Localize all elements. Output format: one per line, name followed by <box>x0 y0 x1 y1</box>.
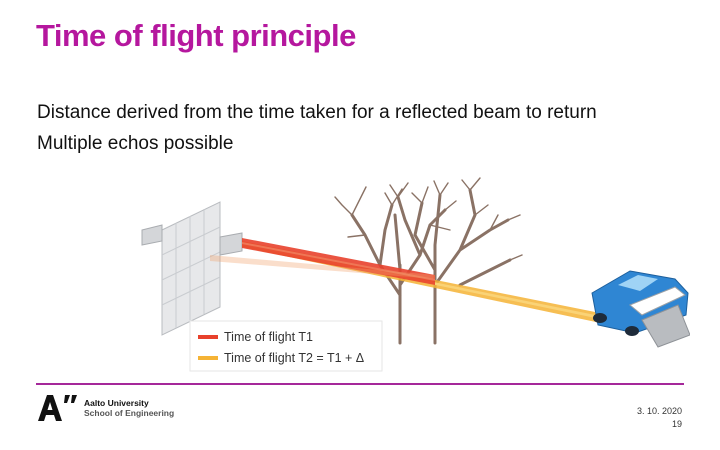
tree-right <box>411 177 523 345</box>
beam-t1 <box>210 238 435 285</box>
legend: Time of flight T1 Time of flight T2 = T1… <box>189 320 383 372</box>
car <box>591 270 690 348</box>
legend-label-t1: Time of flight T1 <box>224 330 313 344</box>
legend-swatch-t2 <box>198 356 218 360</box>
slide-body: Distance derived from the time taken for… <box>37 100 657 162</box>
bullet-2: Multiple echos possible <box>37 133 234 154</box>
time-of-flight-illustration: Time of flight T1 Time of flight T2 = T1… <box>141 177 690 372</box>
school-name: School of Engineering <box>84 408 175 418</box>
slide-date: 3. 10. 2020 <box>636 406 682 416</box>
legend-label-t2: Time of flight T2 = T1 + Δ <box>224 351 364 365</box>
logo-text: Aalto University School of Engineering <box>84 398 174 418</box>
aalto-logo <box>38 395 77 421</box>
scanner-wall <box>141 201 243 336</box>
bullet-1: Distance derived from the time taken for… <box>37 102 597 123</box>
footer-divider <box>36 383 684 385</box>
university-name: Aalto University <box>84 398 149 408</box>
page-number: 19 <box>671 419 682 429</box>
slide-title: Time of flight principle <box>36 18 356 53</box>
legend-swatch-t1 <box>198 335 218 339</box>
